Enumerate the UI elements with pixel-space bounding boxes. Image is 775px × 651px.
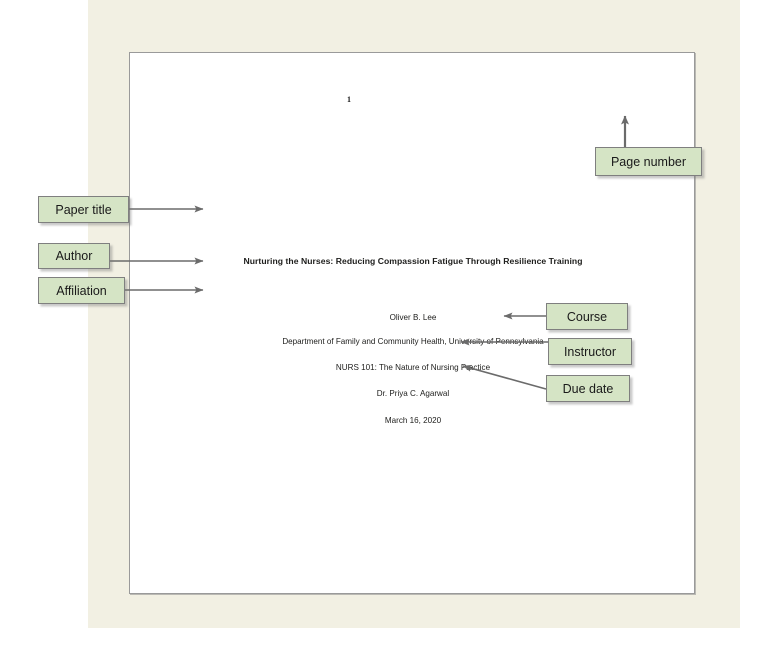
document-affiliation: Department of Family and Community Healt… xyxy=(282,337,544,346)
callout-author[interactable]: Author xyxy=(38,243,110,269)
document-course: NURS 101: The Nature of Nursing Practice xyxy=(335,363,491,372)
callout-page-number[interactable]: Page number xyxy=(595,147,702,176)
callout-course[interactable]: Course xyxy=(546,303,628,330)
callout-instructor[interactable]: Instructor xyxy=(548,338,632,365)
document-instructor: Dr. Priya C. Agarwal xyxy=(376,389,450,398)
document-author: Oliver B. Lee xyxy=(389,313,437,322)
callout-due-date[interactable]: Due date xyxy=(546,375,630,402)
callout-affiliation[interactable]: Affiliation xyxy=(38,277,125,304)
document-due-date: March 16, 2020 xyxy=(384,416,442,425)
document-page-number: 1 xyxy=(347,95,351,104)
callout-paper-title[interactable]: Paper title xyxy=(38,196,129,223)
document-text-block: Nurturing the Nurses: Reducing Compassio… xyxy=(130,53,696,595)
document-title: Nurturing the Nurses: Reducing Compassio… xyxy=(243,256,583,266)
